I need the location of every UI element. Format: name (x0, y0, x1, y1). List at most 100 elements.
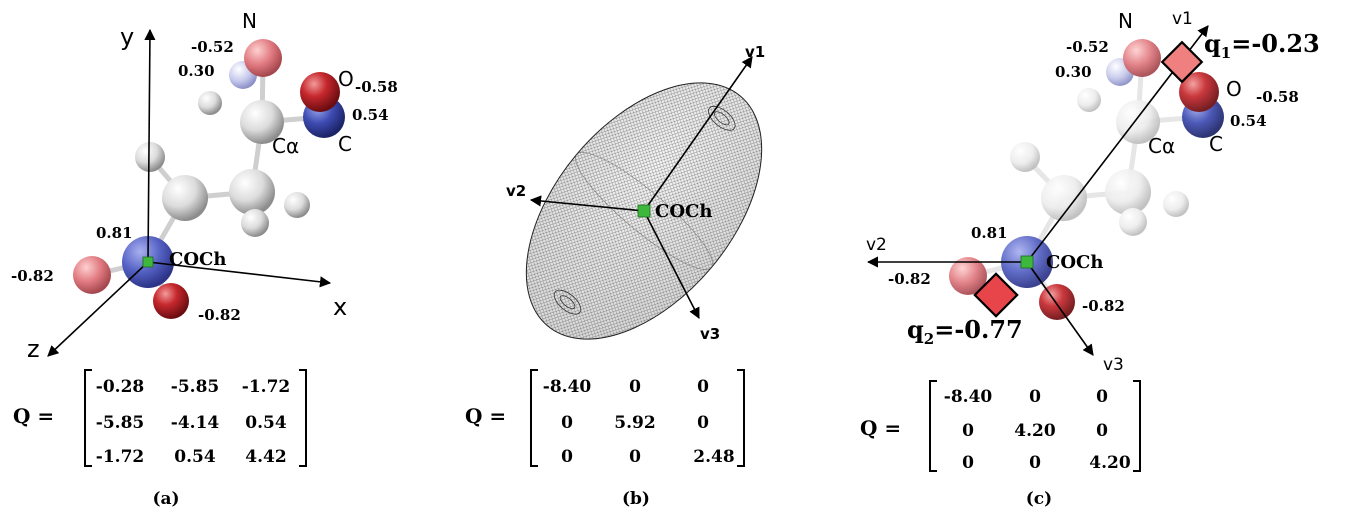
carbon-atom (1105, 169, 1151, 215)
carbon-alpha-atom (240, 100, 284, 144)
matrix-cell: 0 (1029, 387, 1041, 407)
atom-label-n: N (1118, 9, 1133, 33)
carbon-atom (1041, 175, 1087, 221)
matrix-cell: 0.54 (174, 447, 216, 467)
matrix-cell: -1.72 (96, 447, 144, 467)
charge-c: 0.54 (352, 106, 389, 124)
h-atom (1163, 191, 1189, 217)
matrix-cell: 0 (697, 413, 709, 433)
matrix-cell: 0 (962, 421, 974, 441)
charge-o-left: -0.82 (11, 267, 54, 285)
panel-c: N O C Cα -0.52 0.30 -0.58 0.54 0.81 -0.8… (860, 9, 1320, 509)
carbon-alpha-atom (1116, 100, 1160, 144)
principal-axes (866, 25, 1209, 356)
charge-o-right: -0.82 (1082, 297, 1125, 315)
axis-label-z: z (27, 335, 40, 363)
h-atom (135, 142, 165, 172)
matrix-cell: 2.48 (693, 447, 734, 467)
axis-label-v2: v2 (506, 182, 526, 200)
matrix-a: Q = -0.28 -5.85 -1.72 -5.85 -4.14 0.54 -… (13, 369, 307, 467)
axis-label-v3: v3 (1103, 355, 1124, 375)
matrix-cell: -5.85 (171, 377, 219, 397)
q1-subscript: 1 (1221, 44, 1231, 62)
nitrogen-atom (1123, 39, 1161, 77)
atom-label-o: O (338, 67, 354, 91)
principal-axes (529, 56, 753, 319)
q2-value: =-0.77 (934, 315, 1023, 344)
nitrogen-atom (244, 39, 282, 77)
oxygen-atom (153, 283, 189, 319)
point-charge-q1 (1160, 40, 1204, 84)
matrix-lhs: Q = (465, 404, 506, 428)
axis-label-y: y (120, 23, 134, 51)
matrix-lhs: Q = (860, 416, 901, 440)
panel-a: y x z N O C Cα -0.52 0.30 -0.58 0.54 0.8… (11, 9, 398, 509)
charge-n: -0.52 (191, 38, 234, 56)
oxygen-atom (300, 72, 340, 112)
matrix-cell: 4.42 (245, 447, 286, 467)
q1-value: =-0.23 (1231, 29, 1320, 58)
q1-symbol: q (1204, 29, 1221, 58)
matrix-cell: 0 (1096, 421, 1108, 441)
axis-label-x: x (333, 293, 347, 321)
caption-a: (a) (152, 489, 179, 509)
matrix-cell: 0 (962, 453, 974, 473)
charge-n: -0.52 (1066, 38, 1109, 56)
matrix-cell: -0.28 (96, 377, 144, 397)
axis-label-v3: v3 (700, 325, 720, 343)
matrix-c: Q = -8.40 0 0 0 4.20 0 0 0 4.20 (860, 380, 1141, 473)
site-marker (637, 204, 651, 218)
atom-label-n: N (242, 9, 257, 33)
axes (47, 28, 332, 357)
atom-label-c: C (1209, 132, 1223, 156)
matrix-cell: -4.14 (171, 413, 220, 433)
q2-subscript: 2 (924, 330, 934, 348)
matrix-cell: 0 (697, 377, 709, 397)
matrix-cell: 4.20 (1014, 421, 1056, 441)
q1-label: q1=-0.23 (1204, 29, 1320, 62)
center-label: COCh (169, 249, 226, 270)
matrix-cell: -8.40 (944, 387, 993, 407)
site-marker (1020, 255, 1034, 269)
bracket-right (299, 369, 307, 467)
h-atom (241, 209, 269, 237)
atoms (73, 39, 345, 319)
carbon-atom (162, 175, 208, 221)
h-atom (1119, 208, 1147, 236)
bracket-left (929, 380, 937, 472)
oxygen-atom (949, 257, 987, 295)
q2-label: q2=-0.77 (907, 315, 1023, 348)
center-label: COCh (655, 201, 712, 222)
h-atom (1077, 88, 1101, 112)
axis-label-v1: v1 (745, 43, 765, 61)
oxygen-atom (1179, 72, 1219, 112)
matrix-cell: 0 (1029, 453, 1041, 473)
charge-c: 0.54 (1230, 112, 1267, 130)
matrix-cell: 0 (629, 377, 641, 397)
matrix-cell: 0 (561, 447, 573, 467)
matrix-cell: 5.92 (614, 413, 655, 433)
bracket-right (1133, 380, 1141, 472)
point-charge-q2 (973, 272, 1019, 318)
bracket-left (530, 369, 538, 467)
charge-h: 0.30 (178, 62, 215, 80)
bracket-left (84, 369, 92, 467)
charge-o: -0.58 (1256, 88, 1299, 106)
charge-o-right: -0.82 (198, 306, 241, 324)
charge-h: 0.30 (1055, 63, 1092, 81)
q2-symbol: q (907, 315, 924, 344)
charge-o-left: -0.82 (888, 270, 931, 288)
atom-label-o: O (1226, 77, 1242, 101)
h-atom (1010, 142, 1040, 172)
atom-label-c: C (338, 132, 352, 156)
atom-label-calpha: Cα (272, 134, 299, 158)
center-label: COCh (1046, 252, 1103, 273)
h-atom (284, 192, 310, 218)
charge-o: -0.58 (355, 78, 398, 96)
bracket-right (737, 369, 745, 467)
axis-label-v2: v2 (866, 235, 887, 255)
caption-c: (c) (1026, 489, 1052, 509)
atom-label-calpha: Cα (1148, 134, 1175, 158)
oxygen-atom (1039, 284, 1075, 320)
